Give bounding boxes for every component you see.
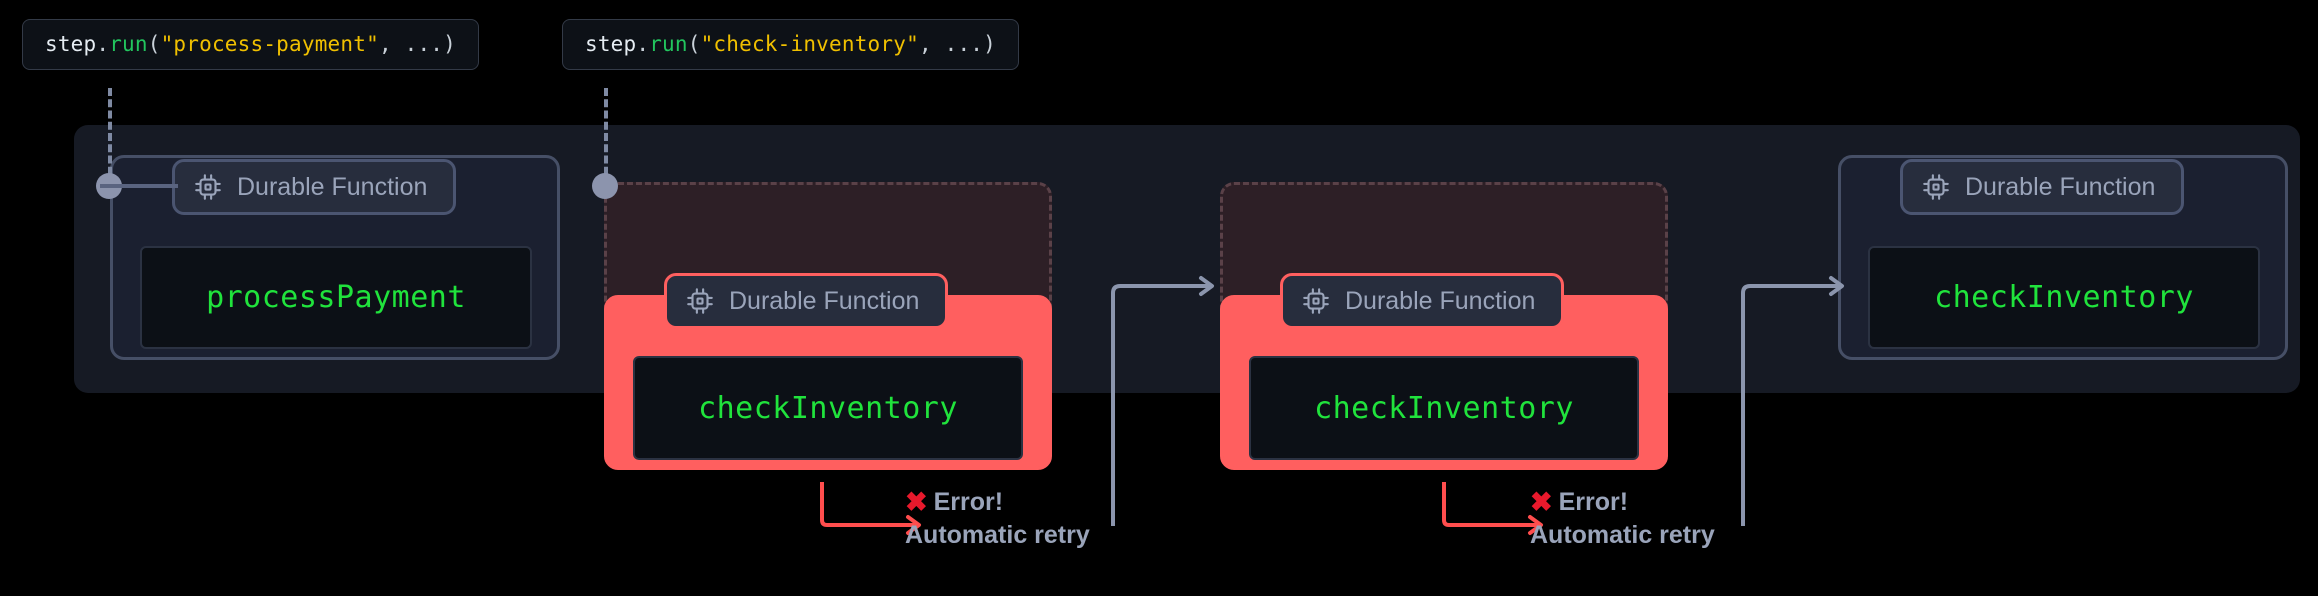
badge-label-durable-function: Durable Function [237,172,428,201]
function-name-check-inventory-attempt-2: checkInventory [1314,390,1574,426]
error-note-2: ✖ Error! Automatic retry [1530,488,1715,550]
code-token-rest: ... [391,32,444,56]
code-token-open-paren: ( [687,32,701,56]
red-x-icon: ✖ [1530,487,1553,517]
error-note-1: ✖ Error! Automatic retry [905,488,1090,550]
node-dot-check-inventory [592,173,618,199]
code-token-object: step [585,32,637,56]
code-token-comma: , [378,32,392,56]
red-x-icon: ✖ [905,487,928,517]
error-arrow-2 [1442,482,1543,535]
code-token-comma: , [918,32,932,56]
error-title: Error! [933,488,1004,516]
connector-dot-to-card-1 [100,184,178,188]
code-token-method: run [649,32,688,56]
function-name-check-inventory-attempt-1: checkInventory [698,390,958,426]
code-callout-check-inventory[interactable]: step.run("check-inventory", ...) [562,19,1019,70]
code-token-close-paren: ) [983,32,996,56]
code-token-method: run [109,32,148,56]
error-subtitle: Automatic retry [905,521,1090,549]
leader-line-process-payment [108,88,112,186]
badge-label-durable-function: Durable Function [1965,172,2156,201]
error-arrow-1 [820,482,921,535]
cpu-chip-icon [193,172,223,202]
code-token-dot: . [96,32,110,56]
badge-durable-function-process-payment[interactable]: Durable Function [172,159,457,215]
code-callout-process-payment[interactable]: step.run("process-payment", ...) [22,19,479,70]
badge-label-durable-function: Durable Function [1345,286,1536,315]
code-token-argument: "process-payment" [160,32,379,56]
code-plate-process-payment: processPayment [140,246,532,349]
badge-durable-function-check-inventory-attempt-2[interactable]: Durable Function [1280,273,1565,329]
code-plate-check-inventory-attempt-2: checkInventory [1249,356,1639,460]
retry-arrow-1-to-2 [1111,276,1214,526]
function-name-check-inventory-success: checkInventory [1934,280,2194,315]
cpu-chip-icon [1921,172,1951,202]
cpu-chip-icon [685,286,715,316]
function-name-process-payment: processPayment [206,280,466,315]
code-token-close-paren: ) [443,32,456,56]
code-plate-check-inventory-attempt-1: checkInventory [633,356,1023,460]
code-token-open-paren: ( [147,32,161,56]
badge-durable-function-check-inventory-attempt-1[interactable]: Durable Function [664,273,949,329]
code-token-object: step [45,32,97,56]
error-title: Error! [1558,488,1629,516]
leader-line-check-inventory [604,88,608,186]
code-token-dot: . [636,32,650,56]
badge-label-durable-function: Durable Function [729,286,920,315]
cpu-chip-icon [1301,286,1331,316]
error-subtitle: Automatic retry [1530,521,1715,549]
retry-arrow-2-to-success [1741,276,1844,526]
code-token-argument: "check-inventory" [700,32,919,56]
code-plate-check-inventory-success: checkInventory [1868,246,2260,349]
code-token-rest: ... [931,32,984,56]
badge-durable-function-check-inventory-success[interactable]: Durable Function [1900,159,2185,215]
